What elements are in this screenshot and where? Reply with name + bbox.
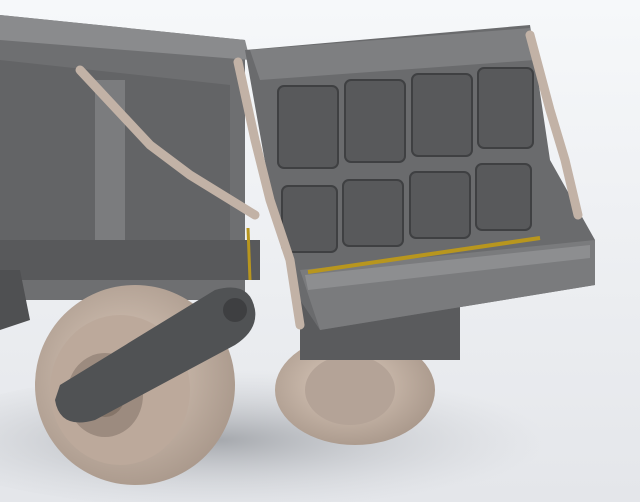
link-tailgate-left bbox=[233, 57, 305, 330]
latch-rod bbox=[246, 227, 541, 281]
link-tailgate-right bbox=[525, 30, 583, 220]
link-left-body bbox=[75, 65, 260, 220]
swing-arm bbox=[55, 287, 256, 423]
tailgate-panels bbox=[277, 67, 534, 253]
dump-body bbox=[0, 15, 260, 330]
support-links bbox=[75, 30, 583, 330]
tailgate bbox=[245, 25, 595, 330]
